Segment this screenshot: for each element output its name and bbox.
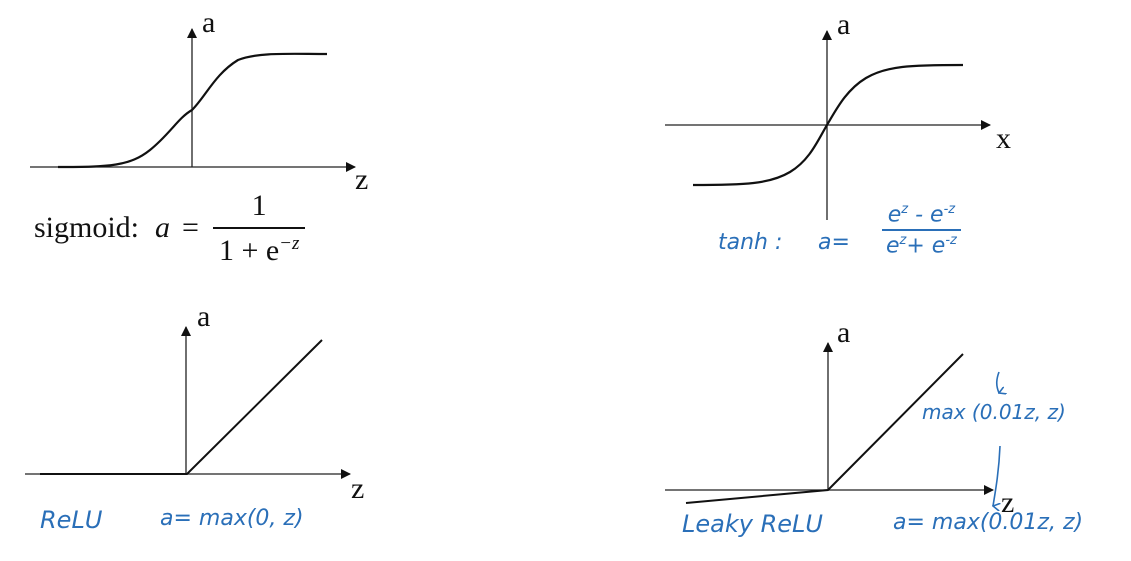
sigmoid-formula-name: sigmoid: [34, 211, 140, 244]
leaky-relu-formula: a= max(0.01z, z) [893, 510, 1084, 535]
sigmoid-numerator: 1 [251, 188, 267, 222]
leaky-annotation: max (0.01z, z) [922, 400, 1066, 424]
relu-line [40, 339, 323, 475]
relu-plot [25, 326, 351, 479]
annotation-arrow-bottom [993, 445, 1001, 506]
relu-formula: a= max(0, z) [160, 506, 304, 531]
annotation-arrow-top [995, 371, 999, 393]
relu-x-label: z [351, 472, 365, 505]
sigmoid-formula-var: a [155, 211, 171, 244]
tanh-plot [665, 30, 991, 220]
leaky-x-label: z [1001, 486, 1015, 519]
sigmoid-curve [57, 52, 328, 169]
sigmoid-plot [30, 28, 356, 172]
tanh-y-label: a [837, 8, 851, 41]
tanh-formula-name: tanh : [718, 230, 783, 255]
tanh-denominator: ez+ e-z [882, 229, 961, 259]
tanh-numerator: ez - e-z [887, 202, 956, 228]
sigmoid-y-label: a [202, 6, 216, 39]
sigmoid-denominator-base: 1 + e [218, 233, 280, 267]
tanh-fraction: ez - e-z ez+ e-z [882, 202, 961, 259]
relu-y-label: a [197, 300, 211, 333]
sigmoid-fraction: 1 1 + e−z [212, 188, 306, 268]
tanh-formula-lhs: a= [818, 230, 850, 255]
tanh-x-label: x [996, 122, 1011, 155]
tanh-curve [692, 63, 964, 187]
sigmoid-denominator: 1 + e−z [212, 226, 306, 268]
leaky-relu-name: Leaky ReLU [682, 510, 823, 538]
sigmoid-denominator-exp: −z [279, 232, 300, 254]
leaky-y-label: a [837, 316, 851, 349]
sigmoid-x-label: z [355, 163, 369, 196]
sigmoid-formula: sigmoid: a = 1 1 + e−z [34, 188, 306, 268]
leaky-relu-line [685, 353, 964, 504]
relu-name: ReLU [40, 506, 103, 534]
leaky-relu-plot [665, 342, 1001, 506]
sigmoid-formula-eq: = [182, 211, 199, 244]
